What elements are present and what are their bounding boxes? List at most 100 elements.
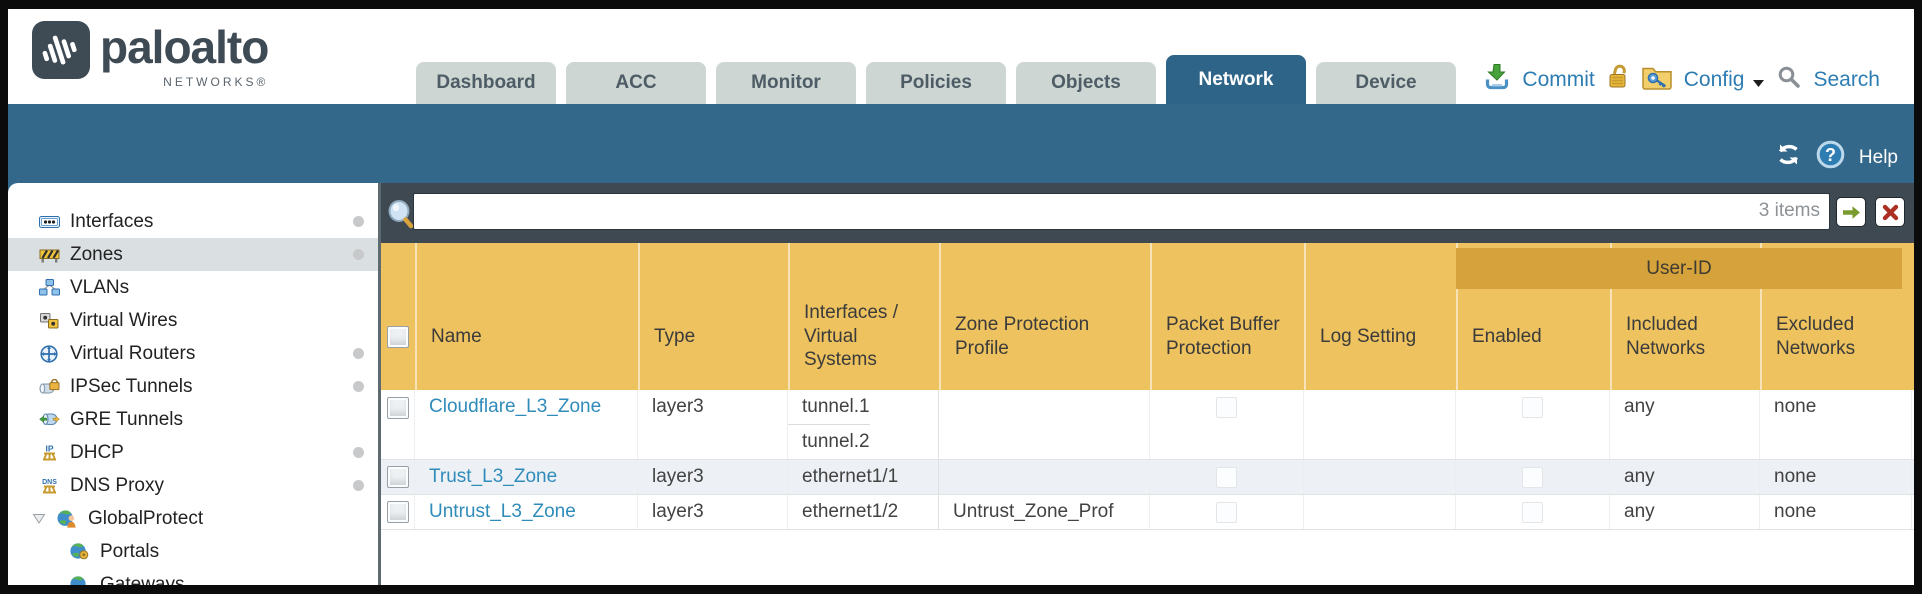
refresh-icon[interactable] — [1775, 142, 1802, 173]
column-header-zone-protection-profile[interactable]: Zone Protection Profile — [939, 243, 1150, 390]
content-panel: 3 items Name Type Interfaces / Virtual S… — [381, 183, 1914, 585]
virtual-wires-icon — [34, 312, 64, 329]
included-networks: any — [1624, 396, 1655, 417]
sidebar-item-label: Virtual Routers — [70, 342, 196, 364]
status-dot — [353, 447, 364, 458]
column-header-type[interactable]: Type — [638, 243, 788, 390]
search-icon — [1777, 65, 1801, 95]
sidebar-item-vlans[interactable]: VLANs — [8, 271, 378, 304]
sidebar-item-label: DNS Proxy — [70, 474, 164, 496]
zone-name-link[interactable]: Untrust_L3_Zone — [429, 501, 576, 522]
header-actions: Commit Config Search — [1484, 63, 1880, 96]
commit-button[interactable]: Commit — [1522, 67, 1595, 91]
sidebar-item-virtual-wires[interactable]: Virtual Wires — [8, 304, 378, 337]
tab-dashboard[interactable]: Dashboard — [416, 62, 556, 104]
sidebar-item-label: DHCP — [70, 441, 124, 463]
interfaces-icon — [34, 215, 64, 229]
sidebar-item-dhcp[interactable]: IP DHCP — [8, 436, 378, 469]
sidebar-item-virtual-routers[interactable]: Virtual Routers — [8, 337, 378, 370]
lock-icon[interactable] — [1607, 63, 1630, 96]
zone-type: layer3 — [652, 466, 704, 487]
filter-bar: 3 items — [381, 183, 1914, 243]
column-header-packet-buffer-protection[interactable]: Packet Buffer Protection — [1150, 243, 1304, 390]
zone-name-link[interactable]: Cloudflare_L3_Zone — [429, 396, 602, 417]
table-row: Untrust_L3_Zone layer3 ethernet1/2 Untru… — [381, 495, 1914, 530]
tab-policies[interactable]: Policies — [866, 62, 1006, 104]
packet-buffer-protection-checkbox[interactable] — [1216, 501, 1237, 523]
item-count-label: 3 items — [1758, 200, 1820, 221]
tab-acc[interactable]: ACC — [566, 62, 706, 104]
sidebar-item-portals[interactable]: Portals — [8, 535, 378, 568]
interface-cell: tunnel.1 — [788, 390, 870, 425]
excluded-networks: none — [1774, 501, 1817, 522]
sidebar-item-gre-tunnels[interactable]: GRE Tunnels — [8, 403, 378, 436]
chevron-down-icon[interactable] — [1752, 70, 1765, 94]
zones-icon — [34, 247, 64, 263]
user-id-enabled-checkbox[interactable] — [1522, 501, 1543, 523]
ipsec-tunnels-icon — [34, 378, 64, 395]
status-dot — [353, 348, 364, 359]
interface-cell: ethernet1/1 — [802, 466, 899, 487]
included-networks: any — [1624, 501, 1655, 522]
zone-protection-profile: Untrust_Zone_Prof — [953, 501, 1114, 522]
tab-objects[interactable]: Objects — [1016, 62, 1156, 104]
search-button[interactable]: Search — [1813, 67, 1880, 91]
row-checkbox[interactable] — [386, 397, 409, 419]
sidebar-item-zones[interactable]: Zones — [8, 238, 378, 271]
column-header-excluded-networks[interactable]: Excluded Networks — [1760, 243, 1912, 390]
status-dot — [353, 480, 364, 491]
status-dot — [353, 216, 364, 227]
packet-buffer-protection-checkbox[interactable] — [1216, 466, 1237, 488]
apply-filter-button[interactable] — [1836, 197, 1866, 227]
sidebar-item-label: GlobalProtect — [88, 507, 204, 529]
sidebar-item-gateways[interactable]: Gateways — [8, 568, 378, 585]
interface-cell: tunnel.2 — [802, 430, 870, 452]
sidebar-item-label: Interfaces — [70, 210, 154, 232]
column-header-included-networks[interactable]: Included Networks — [1610, 243, 1760, 390]
expander-triangle-icon[interactable] — [32, 513, 46, 525]
sidebar-item-label: GRE Tunnels — [70, 408, 183, 430]
row-checkbox[interactable] — [386, 466, 409, 488]
packet-buffer-protection-checkbox[interactable] — [1216, 397, 1237, 418]
filter-input[interactable] — [413, 193, 1830, 230]
gre-tunnels-icon — [34, 412, 64, 427]
column-header-interfaces[interactable]: Interfaces / Virtual Systems — [788, 243, 939, 390]
virtual-routers-icon — [34, 344, 64, 363]
teal-banner: ? Help — [8, 104, 1914, 183]
status-dot — [353, 249, 364, 260]
column-header-enabled[interactable]: Enabled — [1456, 243, 1610, 390]
select-all-checkbox[interactable] — [387, 325, 409, 348]
tab-monitor[interactable]: Monitor — [716, 62, 856, 104]
sidebar-item-globalprotect[interactable]: GlobalProtect — [8, 502, 378, 535]
help-label[interactable]: Help — [1858, 146, 1898, 168]
sidebar-item-label: IPSec Tunnels — [70, 375, 193, 397]
dns-proxy-icon: DNS — [34, 477, 64, 495]
user-id-group-header: User-ID — [1456, 248, 1902, 289]
commit-icon — [1484, 63, 1510, 96]
config-menu-button[interactable]: Config — [1683, 67, 1745, 91]
sidebar-item-ipsec-tunnels[interactable]: IPSec Tunnels — [8, 370, 378, 403]
clear-filter-button[interactable] — [1875, 197, 1905, 227]
select-all-cell[interactable] — [381, 243, 415, 390]
column-header-name[interactable]: Name — [415, 243, 638, 390]
zone-name-link[interactable]: Trust_L3_Zone — [429, 466, 558, 487]
table-row: Trust_L3_Zone layer3 ethernet1/1 any non… — [381, 460, 1914, 495]
sidebar-item-label: Gateways — [100, 573, 185, 586]
sidebar-item-dns-proxy[interactable]: DNS DNS Proxy — [8, 469, 378, 502]
table-header: Name Type Interfaces / Virtual Systems Z… — [381, 243, 1914, 390]
column-header-log-setting[interactable]: Log Setting — [1304, 243, 1456, 390]
paloalto-logo: paloalto NETWORKS® — [32, 21, 269, 89]
help-icon[interactable]: ? — [1816, 140, 1845, 175]
globalprotect-icon — [52, 509, 82, 528]
filter-magnifier-icon — [387, 199, 414, 234]
brand-wordmark: paloalto — [100, 21, 269, 73]
tab-network[interactable]: Network — [1166, 55, 1306, 104]
user-id-enabled-checkbox[interactable] — [1522, 466, 1543, 488]
table-body: Cloudflare_L3_Zone layer3 tunnel.1 tunne… — [381, 390, 1914, 530]
row-checkbox[interactable] — [386, 501, 409, 523]
sidebar-item-interfaces[interactable]: Interfaces — [8, 205, 378, 238]
tab-device[interactable]: Device — [1316, 62, 1456, 104]
svg-text:IP: IP — [45, 444, 53, 454]
user-id-enabled-checkbox[interactable] — [1522, 397, 1543, 418]
